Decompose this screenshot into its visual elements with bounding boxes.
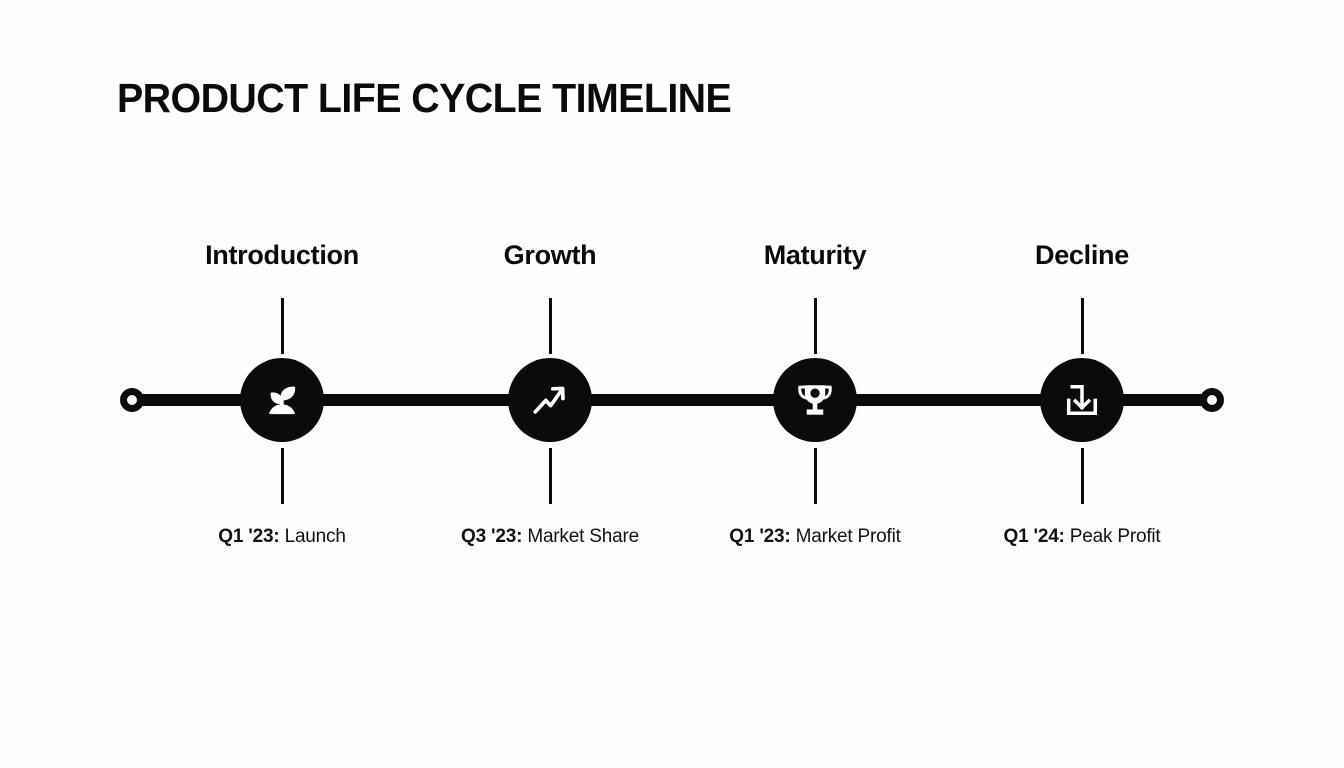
connector-line-top bbox=[549, 298, 552, 354]
caption-date: Q1 '24: bbox=[1003, 526, 1070, 547]
connector-line-top bbox=[814, 298, 817, 354]
download-decline-icon bbox=[1066, 384, 1098, 416]
caption-event: Peak Profit bbox=[1069, 526, 1161, 547]
connector-line-bottom bbox=[814, 448, 817, 504]
sprout-icon bbox=[269, 386, 296, 415]
connector-line-bottom bbox=[549, 448, 552, 504]
milestone-node-introduction[interactable] bbox=[240, 358, 324, 442]
milestone-node-decline[interactable] bbox=[1040, 358, 1124, 442]
connector-line-top bbox=[281, 298, 284, 354]
timeline-start-endpoint bbox=[120, 388, 144, 412]
caption-event: Market Share bbox=[527, 526, 639, 547]
caption-maturity: Q1 '23: Market Profit bbox=[665, 526, 965, 548]
caption-date: Q1 '23: bbox=[218, 526, 285, 547]
caption-introduction: Q1 '23: Launch bbox=[132, 526, 432, 548]
stage-label-decline: Decline bbox=[1035, 240, 1129, 270]
milestone-maturity[interactable]: Maturity Q1 '23: Market Profit bbox=[665, 0, 965, 768]
trending-up-icon bbox=[533, 386, 565, 414]
milestone-introduction[interactable]: Introduction Q1 '23: Launch bbox=[132, 0, 432, 768]
caption-growth: Q3 '23: Market Share bbox=[400, 526, 700, 548]
stage-label-maturity: Maturity bbox=[763, 240, 867, 270]
milestone-node-maturity[interactable] bbox=[773, 358, 857, 442]
stage-label-growth: Growth bbox=[503, 240, 597, 270]
milestone-node-growth[interactable] bbox=[508, 358, 592, 442]
stage-label-introduction: Introduction bbox=[205, 240, 359, 270]
page-title: PRODUCT LIFE CYCLE TIMELINE bbox=[117, 75, 732, 121]
connector-line-top bbox=[1081, 298, 1084, 354]
connector-line-bottom bbox=[1081, 448, 1084, 504]
caption-date: Q3 '23: bbox=[461, 526, 528, 547]
timeline-axis-bar bbox=[131, 394, 1212, 406]
timeline-end-endpoint bbox=[1200, 388, 1224, 412]
milestone-growth[interactable]: Growth Q3 '23: Market Share bbox=[400, 0, 700, 768]
milestone-decline[interactable]: Decline Q1 '24: Peak Profit bbox=[932, 0, 1232, 768]
caption-decline: Q1 '24: Peak Profit bbox=[932, 526, 1232, 548]
caption-event: Market Profit bbox=[795, 526, 901, 547]
connector-line-bottom bbox=[281, 448, 284, 504]
caption-date: Q1 '23: bbox=[729, 526, 796, 547]
caption-event: Launch bbox=[284, 526, 346, 547]
trophy-icon bbox=[798, 385, 832, 415]
